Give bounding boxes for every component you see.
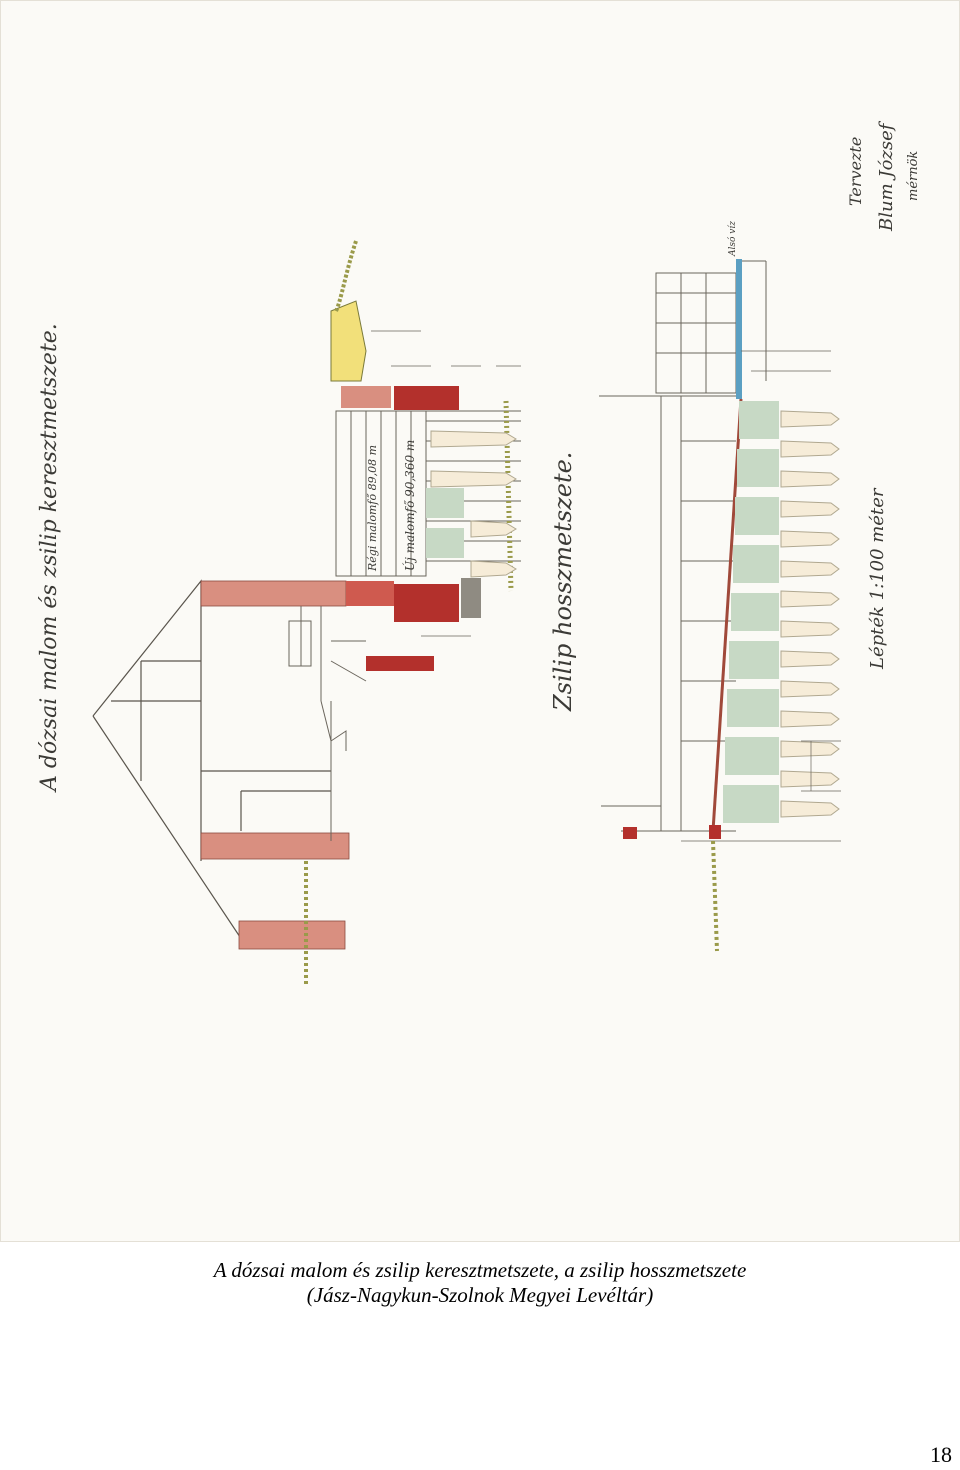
caption-line-2: (Jász-Nagykun-Szolnok Megyei Levéltár) (306, 1283, 654, 1307)
scale-note: Lépték 1:100 méter (867, 488, 888, 669)
water-label: Alsó víz (728, 221, 738, 256)
dimension-marks-long (681, 350, 841, 842)
scanned-drawing: A dózsai malom és zsilip keresztmetszete… (0, 0, 960, 1242)
level-new-label: Új malomfő 90,360 m (403, 439, 417, 571)
sluice-end-block (623, 827, 637, 839)
signature-line-2: Blum József (876, 123, 897, 231)
technical-drawing-svg (92, 240, 841, 986)
brick-walls (200, 386, 481, 950)
figure-caption: A dózsai malom és zsilip keresztmetszete… (0, 1258, 960, 1308)
sluice-upper-block (599, 260, 767, 397)
sluice-bed-slope (711, 398, 743, 832)
longitudinal-title: Zsilip hosszmetszete. (549, 451, 577, 711)
gravel-fill-cross (426, 488, 464, 558)
water-level (736, 259, 742, 399)
signature-line-1: Tervezte (846, 136, 865, 206)
cross-section-title: A dózsai malom és zsilip keresztmetszete… (37, 323, 62, 791)
gravel-fill-longitudinal (723, 401, 779, 823)
level-old-label: Régi malomfő 89,08 m (366, 444, 379, 571)
mill-roof-outline (92, 579, 331, 947)
ground-grass-long (711, 840, 719, 952)
page-number: 18 (930, 1442, 952, 1467)
caption-line-1: A dózsai malom és zsilip keresztmetszete… (213, 1258, 747, 1282)
dam-embankment (304, 240, 514, 986)
dimension-marks-cross (371, 330, 521, 637)
sluice-end-block-2 (709, 825, 721, 839)
timber-piles (780, 410, 840, 818)
signature-line-3: mérnök (906, 150, 921, 201)
pile-fill-cross (430, 430, 517, 578)
